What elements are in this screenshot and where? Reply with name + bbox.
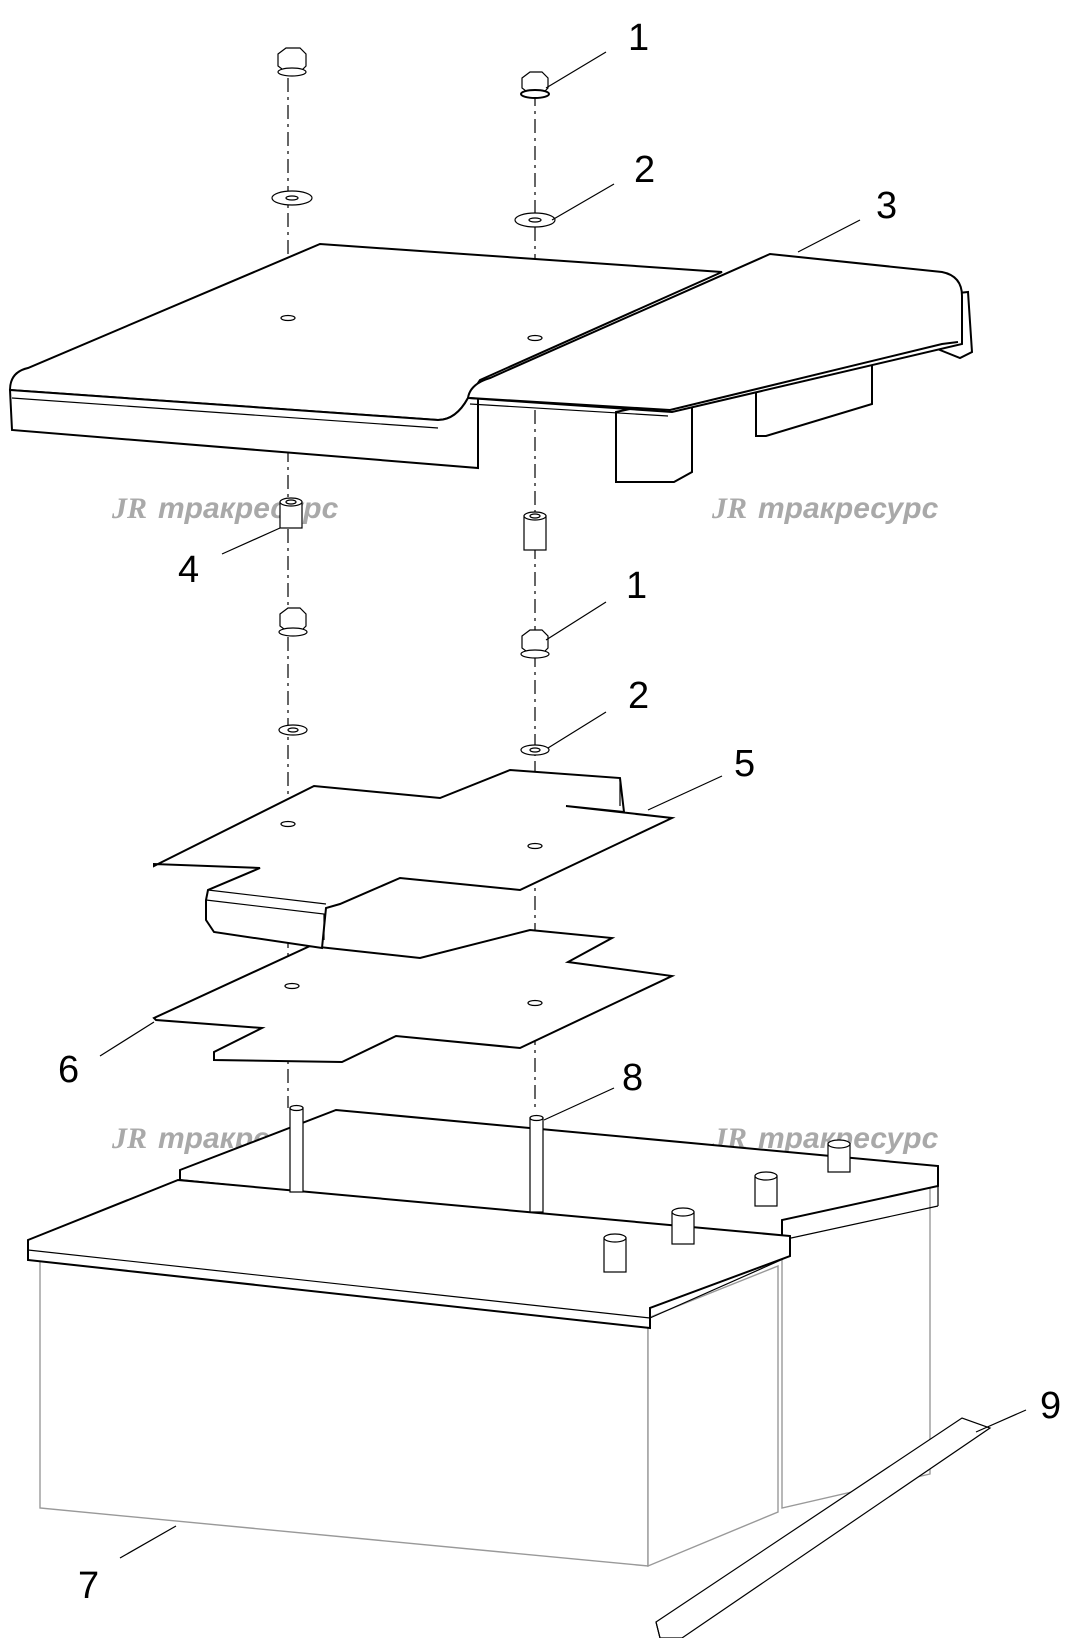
callout-1-mid: 1: [626, 565, 647, 607]
threaded-rod-right: [529, 1114, 544, 1213]
spacer-right: [523, 511, 547, 551]
callout-1-top: 1: [628, 17, 649, 59]
callout-4: 4: [178, 549, 199, 591]
watermark-text: тракресурс: [758, 492, 939, 525]
watermark-top-right: JR тракресурс: [711, 492, 939, 525]
battery-cover: [8, 242, 974, 483]
callout-7: 7: [78, 1565, 99, 1607]
terminal-post: [671, 1207, 695, 1245]
washer-left-top: [271, 190, 313, 206]
callout-8: 8: [622, 1057, 643, 1099]
callout-2-mid: 2: [628, 675, 649, 717]
battery-rear: [179, 1108, 939, 1509]
threaded-rod-left: [289, 1104, 304, 1193]
battery-front: [27, 1178, 791, 1568]
callout-3: 3: [876, 185, 897, 227]
terminal-post: [827, 1139, 851, 1173]
terminal-post: [603, 1233, 627, 1273]
callout-9: 9: [1040, 1385, 1061, 1427]
watermark-logo: JR: [111, 1122, 147, 1155]
washer-right-mid: [520, 744, 550, 756]
washer-right-top: [514, 212, 556, 228]
gasket-plate: [152, 928, 676, 1064]
watermark-text: тракресурс: [158, 492, 339, 525]
nut-right-top: [520, 71, 550, 99]
nut-right-mid: [520, 629, 550, 659]
watermark-top-left: JR тракресурс: [111, 492, 339, 525]
leader-lines: [99, 51, 1027, 1559]
washer-left-mid: [278, 724, 308, 736]
callout-numbers: 1 2 3 4 1 2 5 6 8 9 7: [58, 17, 1061, 1607]
terminal-post: [754, 1171, 778, 1207]
callout-2-top: 2: [634, 149, 655, 191]
callout-6: 6: [58, 1049, 79, 1091]
watermark-logo: JR: [711, 492, 747, 525]
watermark-logo: JR: [111, 492, 147, 525]
rubber-mat: [655, 1417, 992, 1638]
callout-5: 5: [734, 743, 755, 785]
spacer-left: [279, 497, 303, 529]
nut-left-mid: [278, 607, 308, 637]
nut-left-top: [277, 47, 307, 77]
mounting-plate: [153, 768, 676, 950]
